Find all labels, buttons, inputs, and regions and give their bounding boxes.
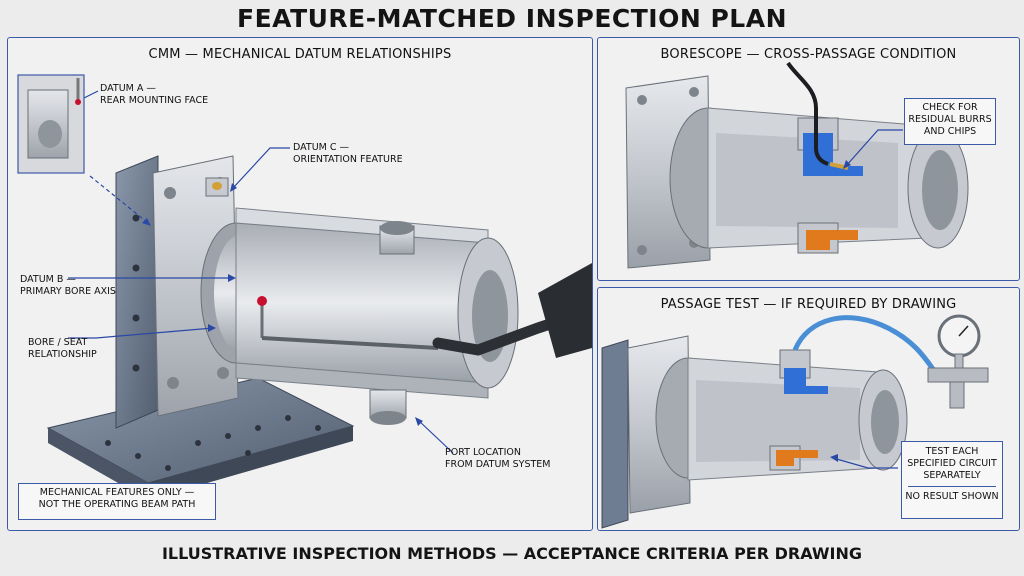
bore-line2: RELATIONSHIP <box>28 349 97 360</box>
passage-test-panel-title: PASSAGE TEST — IF REQUIRED BY DRAWING <box>660 297 957 312</box>
datum-c-line1: DATUM C — <box>293 142 350 153</box>
borescope-illustration <box>625 61 969 269</box>
burrs-line3: AND CHIPS <box>923 126 977 137</box>
datum-c-label: DATUM C — ORIENTATION FEATURE <box>293 142 403 166</box>
burrs-line1: CHECK FOR <box>922 102 978 113</box>
borescope-panel: BORESCOPE — CROSS-PASSAGE CONDITION CHEC… <box>597 37 1020 281</box>
datum-a-line2: REAR MOUNTING FACE <box>100 95 209 106</box>
test-line1: TEST EACH <box>925 446 979 457</box>
datum-b-line2: PRIMARY BORE AXIS <box>20 286 116 297</box>
burrs-line2: RESIDUAL BURRS <box>908 114 992 125</box>
no-result-text: NO RESULT SHOWN <box>905 491 999 502</box>
cmm-illustration <box>17 74 592 500</box>
note-line1: MECHANICAL FEATURES ONLY — <box>39 487 195 498</box>
note-line2: NOT THE OPERATING BEAM PATH <box>38 499 196 510</box>
mechanical-features-note: MECHANICAL FEATURES ONLY — NOT THE OPERA… <box>18 483 216 520</box>
test-line3: SEPARATELY <box>923 470 981 481</box>
bore-line1: BORE / SEAT <box>28 337 88 348</box>
bore-seat-label: BORE / SEAT RELATIONSHIP <box>28 337 97 361</box>
datum-a-label: DATUM A — REAR MOUNTING FACE <box>100 83 208 107</box>
footer-caption: ILLUSTRATIVE INSPECTION METHODS — ACCEPT… <box>161 544 863 563</box>
port-line2: FROM DATUM SYSTEM <box>445 459 551 470</box>
datum-b-label: DATUM B — PRIMARY BORE AXIS <box>20 274 116 298</box>
page-title: FEATURE-MATCHED INSPECTION PLAN <box>237 4 787 33</box>
test-line2: SPECIFIED CIRCUIT <box>907 458 997 469</box>
test-circuit-callout: TEST EACH SPECIFIED CIRCUIT SEPARATELY N… <box>901 441 1003 519</box>
callout-divider <box>908 486 996 487</box>
port-location-label: PORT LOCATION FROM DATUM SYSTEM <box>445 447 551 471</box>
datum-b-line1: DATUM B — <box>20 274 76 285</box>
burrs-callout: CHECK FOR RESIDUAL BURRS AND CHIPS <box>904 98 996 145</box>
borescope-panel-title: BORESCOPE — CROSS-PASSAGE CONDITION <box>660 47 957 62</box>
passage-test-illustration <box>601 314 989 529</box>
passage-test-panel: PASSAGE TEST — IF REQUIRED BY DRAWING TE… <box>597 287 1020 531</box>
port-line1: PORT LOCATION <box>445 447 521 458</box>
cmm-panel-title: CMM — MECHANICAL DATUM RELATIONSHIPS <box>148 47 452 62</box>
datum-c-line2: ORIENTATION FEATURE <box>293 154 403 165</box>
datum-a-line1: DATUM A — <box>100 83 156 94</box>
cmm-panel: CMM — MECHANICAL DATUM RELATIONSHIPS DAT… <box>7 37 593 531</box>
